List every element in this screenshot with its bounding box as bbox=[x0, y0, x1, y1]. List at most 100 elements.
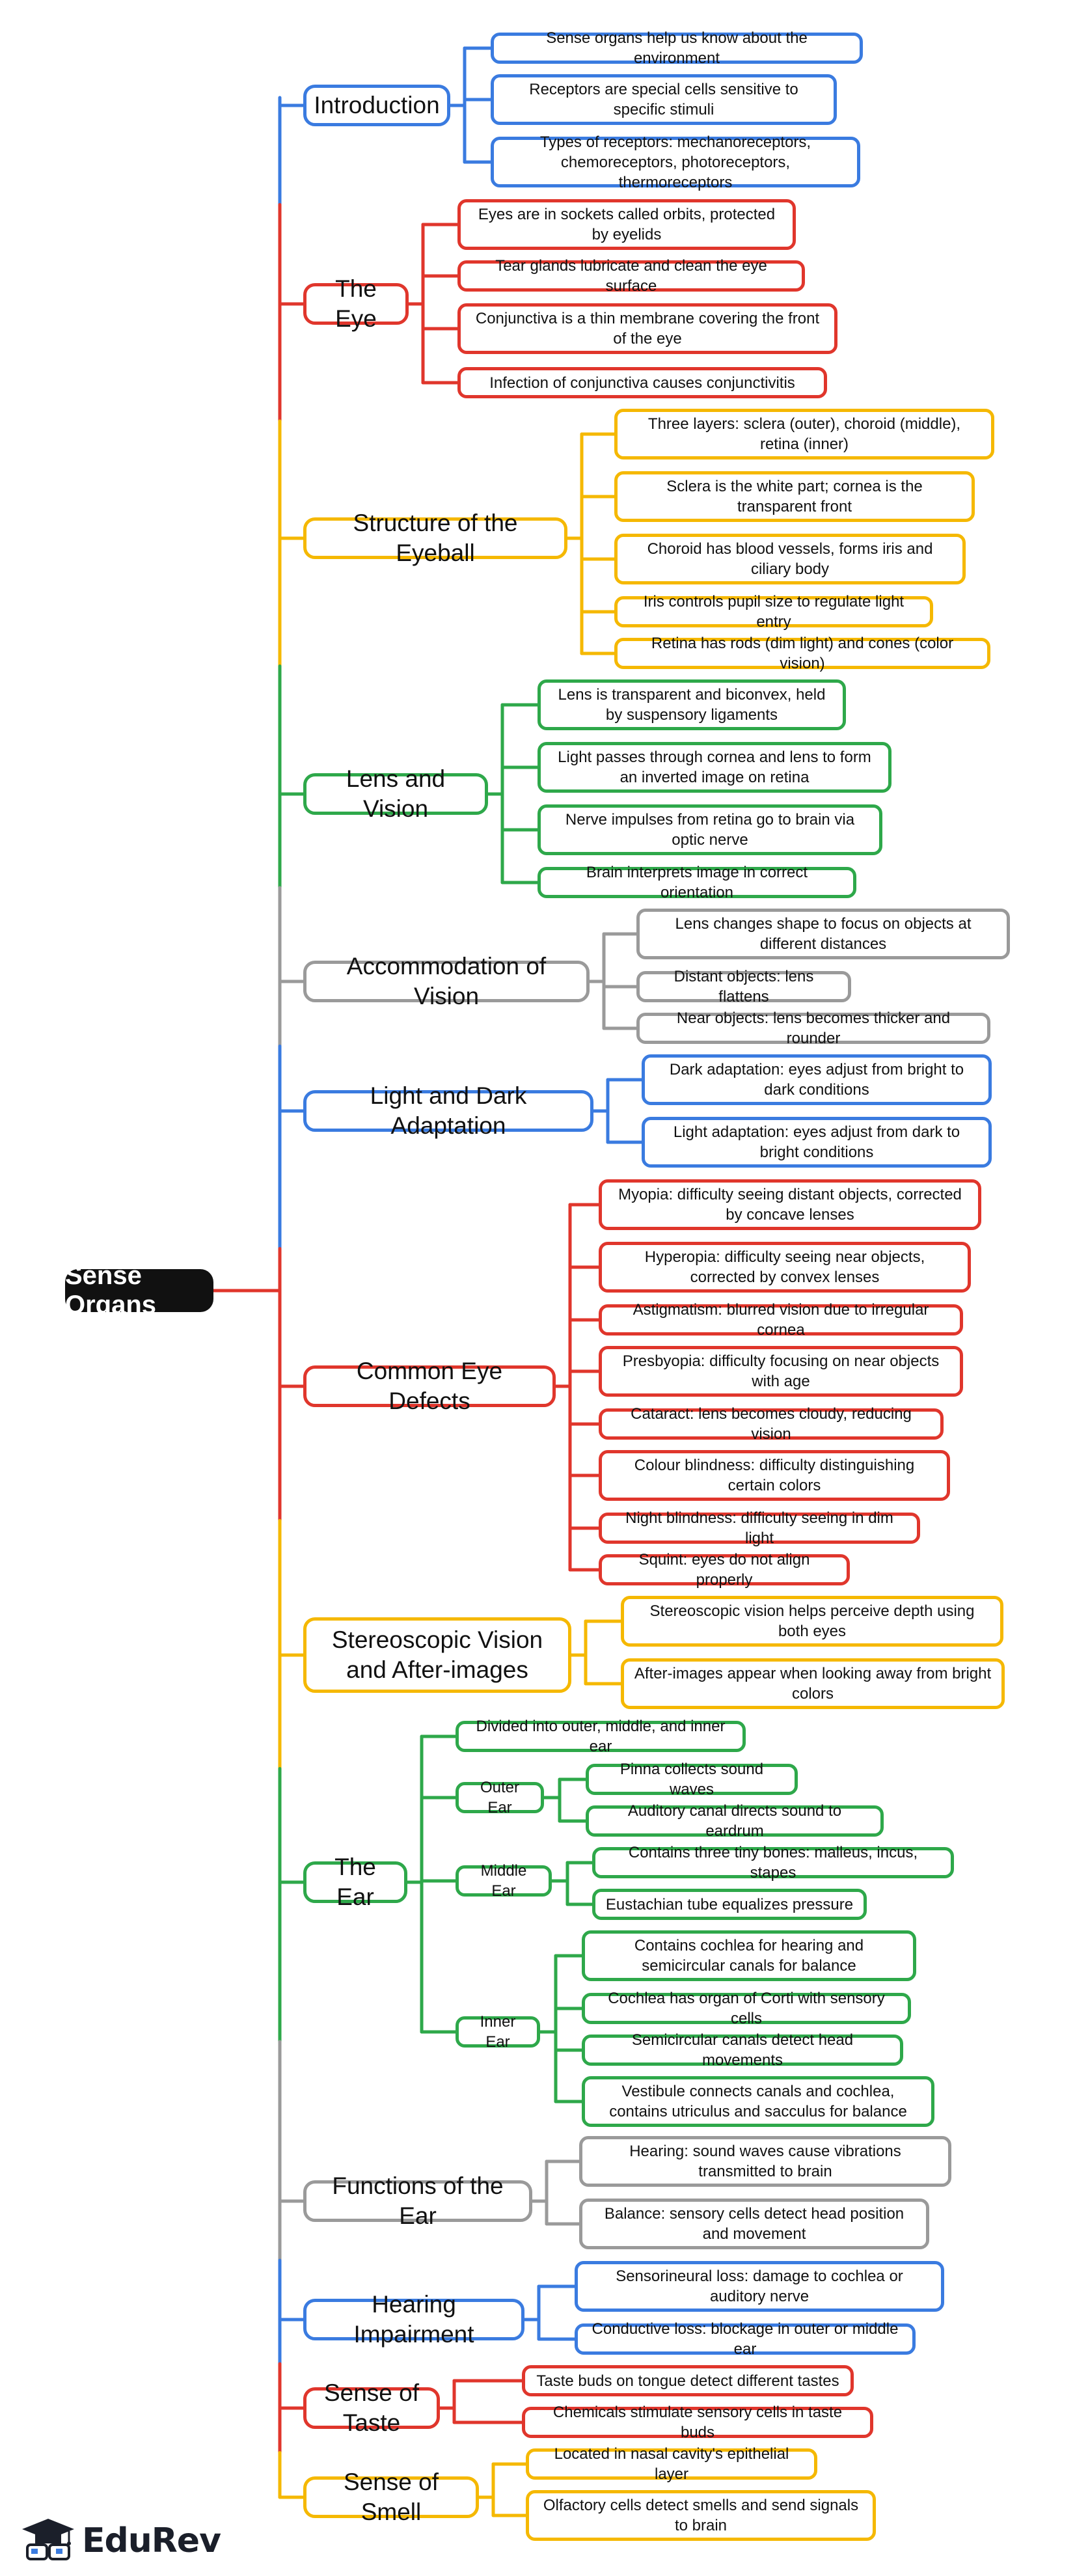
leaf-node: Divided into outer, middle, and inner ea… bbox=[456, 1718, 746, 1755]
leaf-node-label: Sensorineural loss: damage to cochlea or… bbox=[616, 2268, 903, 2305]
leaf-node-label: Pinna collects sound waves bbox=[619, 1761, 764, 1798]
leaf-node: Night blindness: difficulty seeing in di… bbox=[599, 1509, 920, 1547]
leaf-node-label: Chemicals stimulate sensory cells in tas… bbox=[552, 2404, 843, 2441]
branch-sense-of-taste: Sense of Taste bbox=[303, 2379, 440, 2436]
leaf-node: Auditory canal directs sound to eardrum bbox=[586, 1802, 884, 1840]
leaf-node: Chemicals stimulate sensory cells in tas… bbox=[522, 2404, 873, 2441]
leaf-node: Eustachian tube equalizes pressure bbox=[592, 1889, 867, 1920]
leaf-node-label: Contains cochlea for hearing and semicir… bbox=[634, 1937, 864, 1975]
leaf-node-label: After-images appear when looking away fr… bbox=[634, 1665, 992, 1703]
branch-light-and-dark-adaptation: Light and Dark Adaptation bbox=[303, 1082, 593, 1139]
leaf-node: Sensorineural loss: damage to cochlea or… bbox=[575, 2261, 944, 2312]
leaf-node: Cataract: lens becomes cloudy, reducing … bbox=[599, 1405, 944, 1443]
ear-subbranch-middle-ear: Middle Ear bbox=[456, 1862, 552, 1900]
ear-subbranch-outer-ear-label: Outer Ear bbox=[480, 1779, 520, 1816]
leaf-node: Lens is transparent and biconvex, held b… bbox=[538, 679, 846, 730]
branch-common-eye-defects-label: Common Eye Defects bbox=[356, 1358, 503, 1414]
leaf-node: Colour blindness: difficulty distinguish… bbox=[599, 1450, 950, 1501]
leaf-node-label: Colour blindness: difficulty distinguish… bbox=[634, 1457, 915, 1494]
branch-sense-of-smell-label: Sense of Smell bbox=[343, 2469, 439, 2525]
branch-introduction: Introduction bbox=[303, 85, 450, 126]
leaf-node-label: Nerve impulses from retina go to brain v… bbox=[565, 811, 855, 849]
leaf-node-label: Infection of conjunctiva causes conjunct… bbox=[489, 374, 795, 392]
branch-common-eye-defects: Common Eye Defects bbox=[303, 1358, 556, 1414]
leaf-node: Squint: eyes do not align properly bbox=[599, 1551, 850, 1589]
leaf-node: Hyperopia: difficulty seeing near object… bbox=[599, 1242, 971, 1293]
leaf-node-label: Tear glands lubricate and clean the eye … bbox=[495, 257, 767, 295]
branch-lens-and-vision-label: Lens and Vision bbox=[346, 765, 446, 822]
leaf-node: Distant objects: lens flattens bbox=[636, 968, 851, 1006]
leaf-node: Olfactory cells detect smells and send s… bbox=[526, 2490, 876, 2541]
leaf-node: Contains three tiny bones: malleus, incu… bbox=[592, 1844, 954, 1882]
leaf-node-label: Conjunctiva is a thin membrane covering … bbox=[475, 310, 820, 348]
leaf-node: Receptors are special cells sensitive to… bbox=[491, 74, 837, 125]
leaf-node-label: Sense organs help us know about the envi… bbox=[546, 29, 808, 67]
leaf-node-label: Three layers: sclera (outer), choroid (m… bbox=[647, 415, 961, 453]
branch-hearing-impairment: Hearing Impairment bbox=[303, 2291, 524, 2348]
branch-the-ear: The Ear bbox=[303, 1854, 407, 1910]
leaf-node-label: Lens changes shape to focus on objects a… bbox=[675, 915, 972, 953]
leaf-node: Nerve impulses from retina go to brain v… bbox=[538, 804, 882, 855]
leaf-node-label: Eustachian tube equalizes pressure bbox=[605, 1895, 854, 1913]
branch-introduction-label: Introduction bbox=[314, 92, 440, 118]
branch-hearing-impairment-label: Hearing Impairment bbox=[353, 2291, 474, 2348]
leaf-node-label: Semicircular canals detect head movement… bbox=[631, 2031, 854, 2069]
leaf-node-label: Light adaptation: eyes adjust from dark … bbox=[673, 1123, 960, 1161]
leaf-node: Light passes through cornea and lens to … bbox=[538, 742, 891, 793]
leaf-node-label: Presbyopia: difficulty focusing on near … bbox=[622, 1352, 940, 1390]
leaf-node: Taste buds on tongue detect different ta… bbox=[522, 2365, 854, 2396]
leaf-node-label: Contains three tiny bones: malleus, incu… bbox=[628, 1844, 918, 1882]
leaf-node-label: Cochlea has organ of Corti with sensory … bbox=[608, 1990, 885, 2027]
leaf-node-label: Distant objects: lens flattens bbox=[674, 968, 814, 1006]
edurev-logo: EduRev bbox=[21, 2516, 221, 2562]
brand-name: EduRev bbox=[82, 2521, 221, 2560]
branch-accommodation-of-vision-label: Accommodation of Vision bbox=[346, 953, 547, 1009]
leaf-node: Sclera is the white part; cornea is the … bbox=[614, 471, 975, 522]
branch-sense-of-smell: Sense of Smell bbox=[303, 2469, 479, 2525]
leaf-node-label: Olfactory cells detect smells and send s… bbox=[543, 2497, 859, 2534]
leaf-node-label: Receptors are special cells sensitive to… bbox=[529, 81, 798, 118]
leaf-node: Sense organs help us know about the envi… bbox=[491, 29, 863, 67]
ear-subbranch-inner-ear-label: Inner Ear bbox=[480, 2013, 516, 2051]
leaf-node-label: Astigmatism: blurred vision due to irreg… bbox=[633, 1301, 929, 1339]
leaf-node: Types of receptors: mechanoreceptors, ch… bbox=[491, 133, 860, 191]
leaf-node-label: Myopia: difficulty seeing distant object… bbox=[618, 1186, 962, 1224]
leaf-node: Located in nasal cavity's epithelial lay… bbox=[526, 2445, 817, 2483]
leaf-node: Three layers: sclera (outer), choroid (m… bbox=[614, 409, 994, 459]
leaf-node: Eyes are in sockets called orbits, prote… bbox=[457, 199, 796, 250]
leaf-node: Balance: sensory cells detect head posit… bbox=[579, 2199, 929, 2249]
leaf-node: Myopia: difficulty seeing distant object… bbox=[599, 1179, 981, 1230]
branch-structure-of-the-eyeball-label: Structure of the Eyeball bbox=[353, 510, 518, 566]
branch-functions-of-the-ear: Functions of the Ear bbox=[303, 2172, 532, 2229]
leaf-node: Choroid has blood vessels, forms iris an… bbox=[614, 534, 966, 584]
leaf-node-label: Conductive loss: blockage in outer or mi… bbox=[592, 2320, 899, 2358]
leaf-node-label: Choroid has blood vessels, forms iris an… bbox=[647, 540, 933, 578]
branch-the-eye: The Eye bbox=[303, 275, 409, 332]
leaf-node: Contains cochlea for hearing and semicir… bbox=[582, 1930, 916, 1981]
leaf-node-label: Taste buds on tongue detect different ta… bbox=[536, 2372, 839, 2390]
branch-the-eye-label: The Eye bbox=[335, 275, 377, 332]
leaf-node: Retina has rods (dim light) and cones (c… bbox=[614, 635, 990, 672]
leaf-node-label: Types of receptors: mechanoreceptors, ch… bbox=[539, 133, 811, 191]
leaf-node: Conductive loss: blockage in outer or mi… bbox=[575, 2320, 916, 2358]
leaf-node-label: Divided into outer, middle, and inner ea… bbox=[476, 1718, 726, 1755]
leaf-node-label: Retina has rods (dim light) and cones (c… bbox=[651, 635, 954, 672]
leaf-node: Cochlea has organ of Corti with sensory … bbox=[582, 1990, 911, 2027]
branch-sense-of-taste-label: Sense of Taste bbox=[323, 2379, 420, 2436]
leaf-node-label: Eyes are in sockets called orbits, prote… bbox=[478, 206, 776, 243]
branch-functions-of-the-ear-label: Functions of the Ear bbox=[332, 2172, 504, 2229]
branch-lens-and-vision: Lens and Vision bbox=[303, 765, 488, 822]
leaf-node-label: Hyperopia: difficulty seeing near object… bbox=[644, 1248, 925, 1286]
leaf-node-label: Hearing: sound waves cause vibrations tr… bbox=[629, 2143, 901, 2180]
leaf-node-label: Brain interprets image in correct orient… bbox=[586, 864, 808, 901]
leaf-node-label: Vestibule connects canals and cochlea, c… bbox=[609, 2083, 907, 2120]
branch-the-ear-label: The Ear bbox=[334, 1854, 376, 1910]
leaf-node: Hearing: sound waves cause vibrations tr… bbox=[579, 2136, 951, 2187]
leaf-node: Infection of conjunctiva causes conjunct… bbox=[457, 367, 827, 398]
leaf-node-label: Stereoscopic vision helps perceive depth… bbox=[649, 1602, 975, 1640]
leaf-node: Light adaptation: eyes adjust from dark … bbox=[642, 1117, 992, 1168]
leaf-node: Vestibule connects canals and cochlea, c… bbox=[582, 2076, 934, 2127]
leaf-node: Presbyopia: difficulty focusing on near … bbox=[599, 1346, 963, 1397]
